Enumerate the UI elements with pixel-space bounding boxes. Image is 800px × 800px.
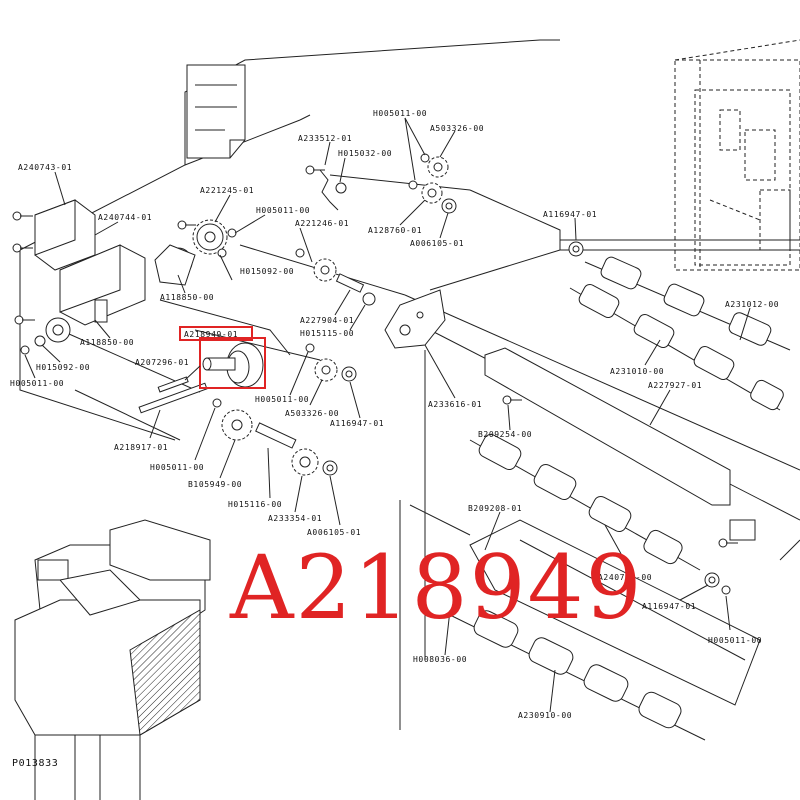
part-label: A118850-00: [160, 293, 214, 302]
part-label: A221245-01: [200, 186, 254, 195]
part-label: A116947-01: [330, 419, 384, 428]
part-label: B209254-00: [478, 430, 532, 439]
part-number-overlay: A218949: [229, 536, 643, 639]
part-label: A503326-00: [285, 409, 339, 418]
part-label: A006105-01: [410, 239, 464, 248]
part-label: H015032-00: [338, 149, 392, 158]
part-label: H015092-00: [240, 267, 294, 276]
part-label: A218917-01: [114, 443, 168, 452]
leader-lines: [24, 117, 751, 713]
part-labels: A240743-01 A240744-01 A221245-01 H005011…: [10, 109, 779, 720]
part-label: A233616-01: [428, 400, 482, 409]
figure-id: P013833: [12, 758, 58, 769]
part-label: H005011-00: [10, 379, 64, 388]
part-label: A128760-01: [368, 226, 422, 235]
machine-frame-dashed: [674, 39, 800, 271]
part-label: H005011-00: [256, 206, 310, 215]
part-label: H008036-00: [413, 655, 467, 664]
shafts: [138, 169, 365, 449]
part-label: H005011-00: [150, 463, 204, 472]
screws: [12, 165, 738, 548]
highlighted-part-label: A218949-01: [184, 330, 238, 339]
part-label: H015116-00: [228, 500, 282, 509]
part-label: A231012-00: [725, 300, 779, 309]
part-label: H005011-00: [255, 395, 309, 404]
part-label: A116947-01: [642, 602, 696, 611]
label-highlight-box: [179, 326, 253, 341]
part-label: A503326-00: [430, 124, 484, 133]
left-bracket: [34, 199, 196, 343]
copier-machine-illustration: [14, 519, 211, 800]
part-label: A227927-01: [648, 381, 702, 390]
document-icon: [186, 64, 246, 159]
part-label: A233512-01: [298, 134, 352, 143]
part-label: A116947-01: [543, 210, 597, 219]
part-label: A118850-00: [80, 338, 134, 347]
part-label: A240796-00: [598, 573, 652, 582]
guide-plates: [469, 347, 800, 706]
part-label: B105949-00: [188, 480, 242, 489]
highlighted-part-drawing: [179, 326, 266, 389]
roller-shafts: [449, 256, 791, 741]
part-label: H015115-00: [300, 329, 354, 338]
part-label: A006105-01: [307, 528, 361, 537]
part-label: H005011-00: [373, 109, 427, 118]
part-label: A230910-00: [518, 711, 572, 720]
part-highlight-box: [199, 337, 266, 389]
gears: [192, 156, 449, 476]
part-label: A231010-00: [610, 367, 664, 376]
bushings: [20, 153, 731, 595]
part-label: A227904-01: [300, 316, 354, 325]
side-plate: [384, 289, 446, 349]
part-label: H015092-00: [36, 363, 90, 372]
part-label: A240743-01: [18, 163, 72, 172]
part-label: H005011-00: [708, 636, 762, 645]
part-label: B209208-01: [468, 504, 522, 513]
part-label: A207296-01: [135, 358, 189, 367]
part-label: A221246-01: [295, 219, 349, 228]
part-label: A233354-01: [268, 514, 322, 523]
part-label: A240744-01: [98, 213, 152, 222]
